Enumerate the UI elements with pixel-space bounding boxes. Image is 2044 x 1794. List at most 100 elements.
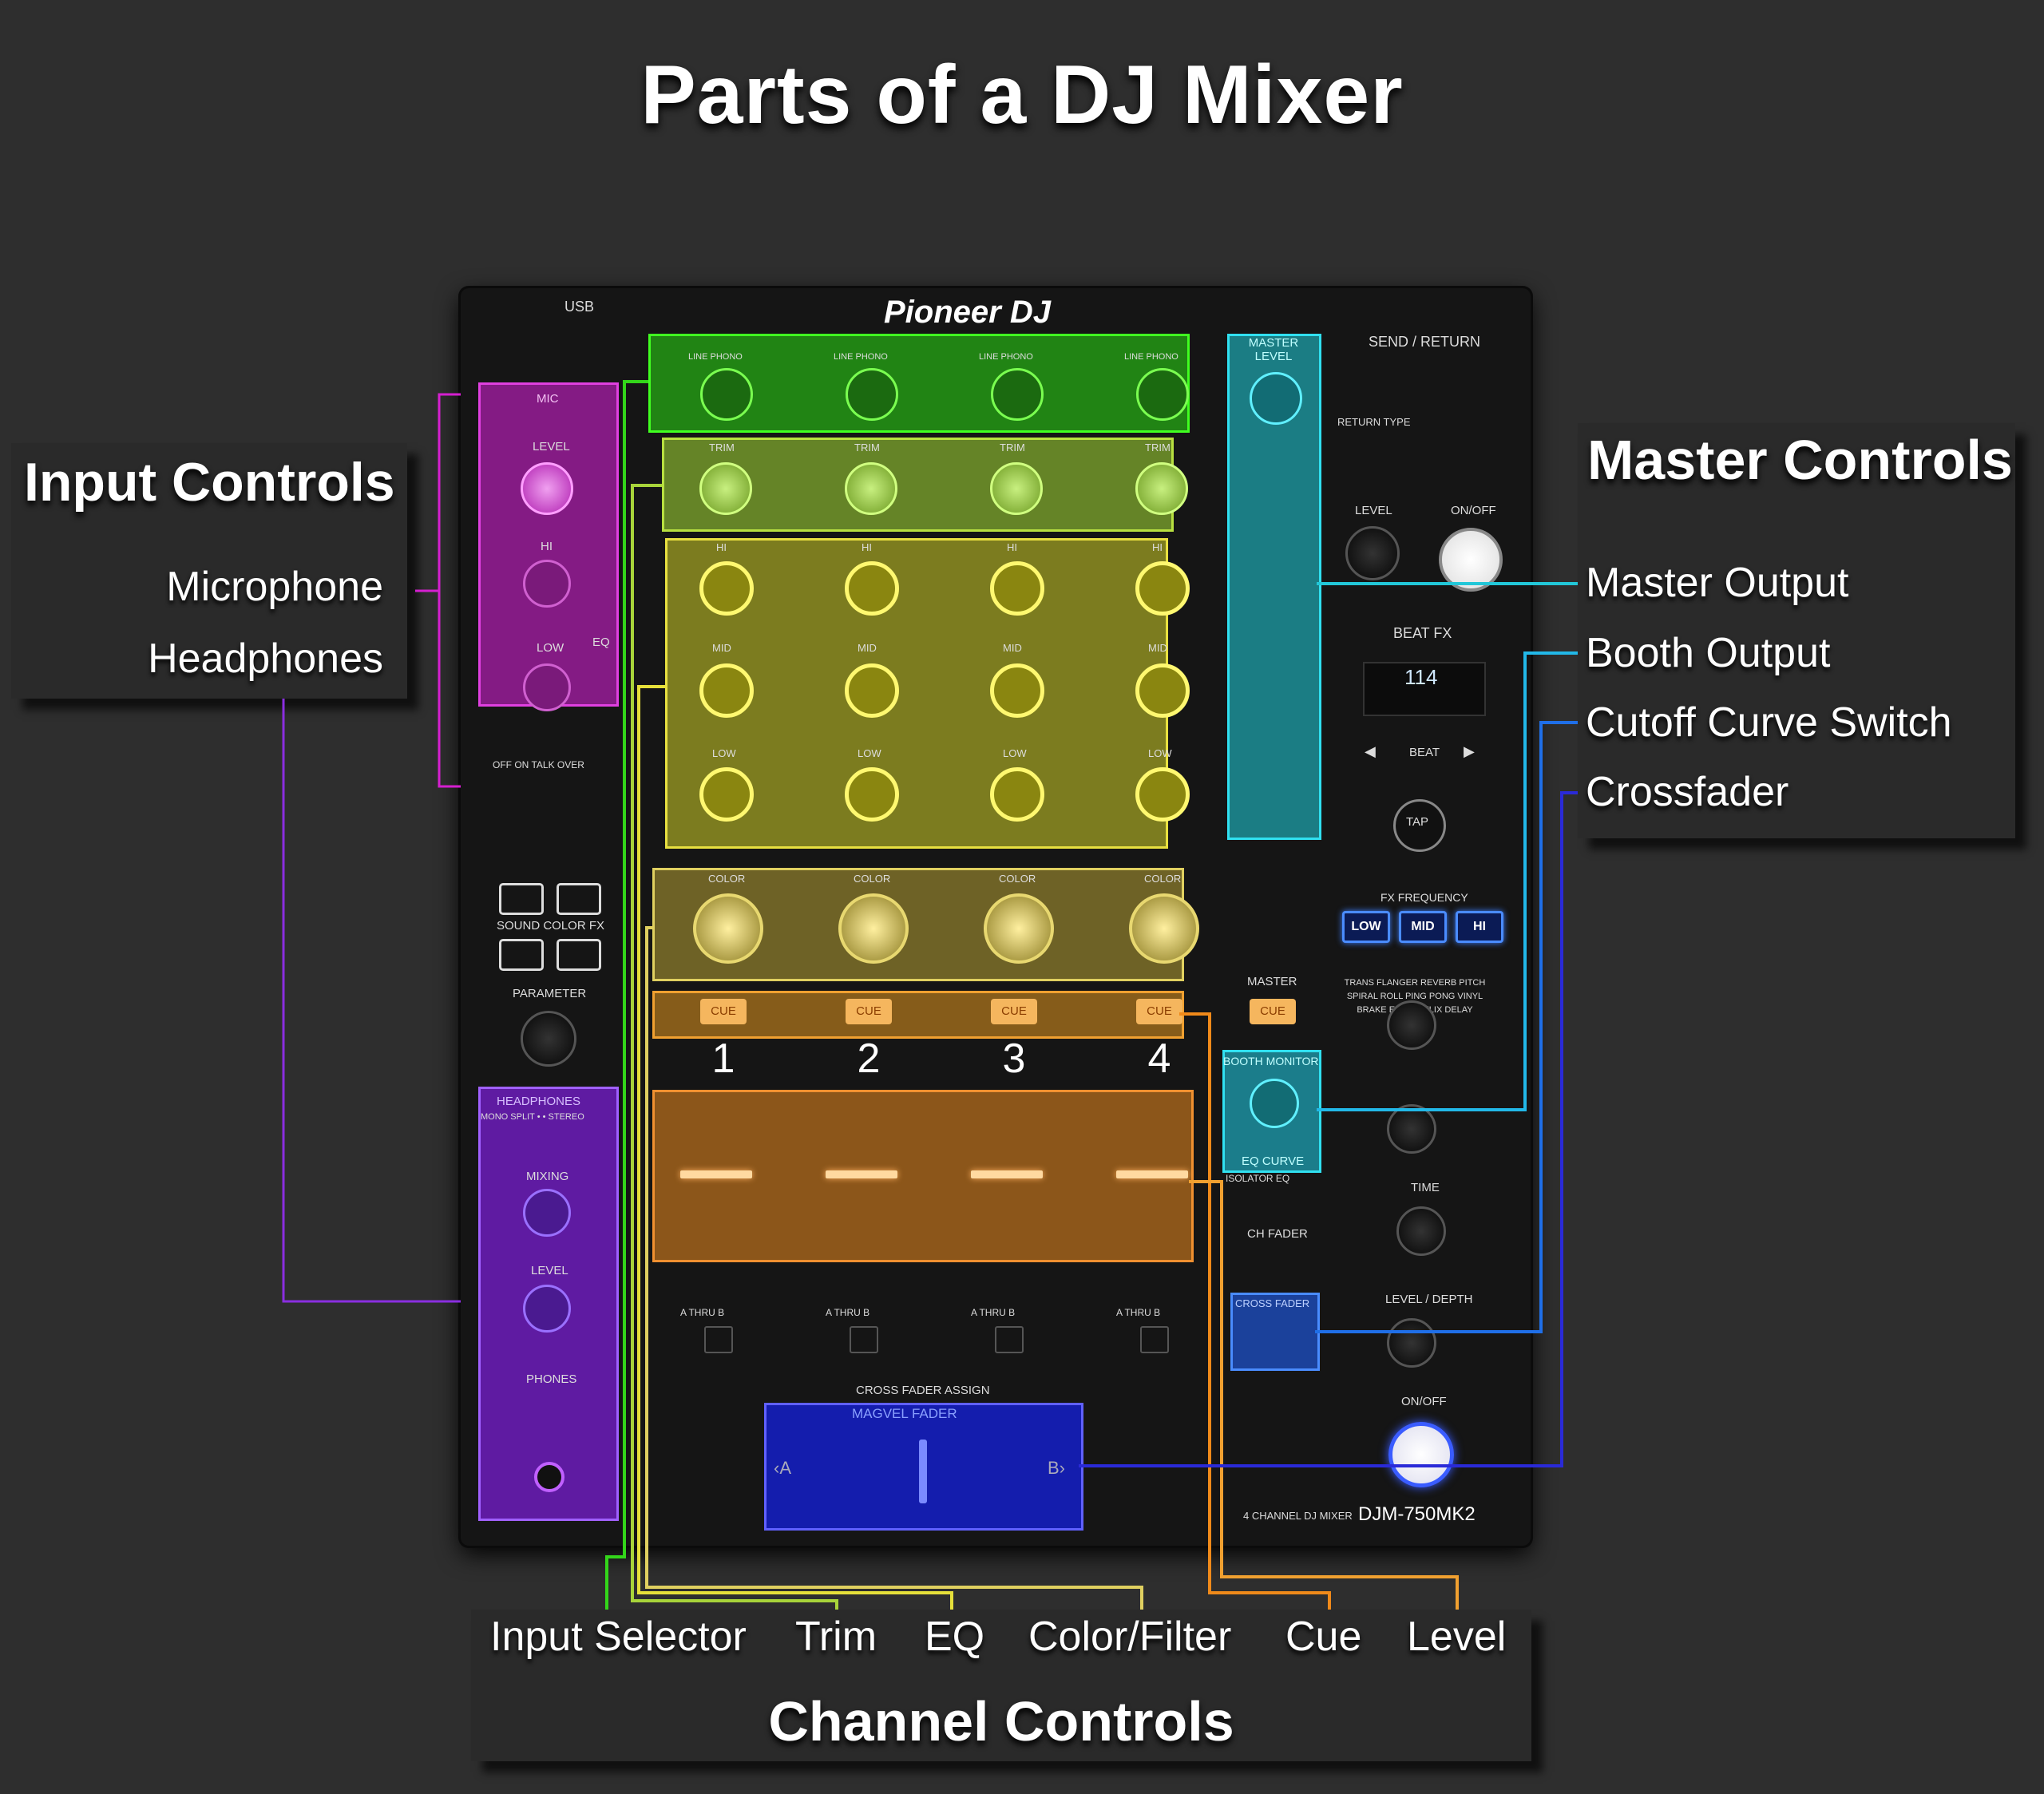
input-controls-panel: Input Controls Microphone Headphones [11, 443, 407, 699]
eq-mid-knob[interactable] [1135, 663, 1190, 718]
color-filter-knob[interactable] [984, 893, 1054, 964]
trim-knob[interactable] [699, 462, 752, 515]
channel-fader-knob[interactable] [680, 1170, 752, 1178]
color-filter-knob[interactable] [1129, 893, 1199, 964]
fx-button-sweep[interactable] [557, 883, 601, 915]
channel-fader-knob[interactable] [826, 1170, 897, 1178]
fx-frequency-low-button[interactable]: LOW [1342, 911, 1390, 943]
cross-fader-curve-label: CROSS FADER [1235, 1297, 1310, 1309]
time-knob[interactable] [1396, 1206, 1446, 1256]
headphones-mixing-knob[interactable] [523, 1189, 571, 1237]
beat-right-button[interactable]: ▶ [1464, 743, 1475, 759]
fx-button-noise[interactable] [499, 939, 544, 971]
eq-low-knob[interactable] [1135, 767, 1190, 822]
connector-booth-output [1317, 651, 1578, 1111]
dj-mixer: USB Pioneer DJ MIC LEVEL HI EQ LOW OFF O… [461, 288, 1531, 1546]
mic-level-label: LEVEL [533, 440, 570, 453]
parameter-knob[interactable] [521, 1011, 576, 1067]
mic-low-knob[interactable] [523, 663, 571, 711]
mic-eq-label: EQ [592, 636, 610, 649]
eq-mid-label: MID [1003, 642, 1022, 654]
fx-on-off-button[interactable] [1388, 1422, 1454, 1487]
fx-select-knob[interactable] [1387, 1000, 1436, 1050]
model-name: DJM-750MK2 [1358, 1503, 1476, 1525]
send-on-off-button[interactable] [1439, 528, 1503, 592]
fx-button-filter[interactable] [557, 939, 601, 971]
eq-mid-knob[interactable] [990, 663, 1044, 718]
trim-knob[interactable] [1135, 462, 1188, 515]
mic-hi-label: HI [541, 540, 553, 553]
channel-cue-button[interactable]: CUE [991, 999, 1037, 1024]
channel-controls-panel: Input Selector Trim EQ Color/Filter Cue … [471, 1610, 1531, 1761]
crossfader-assign-switch[interactable] [1140, 1326, 1169, 1353]
fx-channel-select-knob[interactable] [1387, 1104, 1436, 1154]
color-filter-knob[interactable] [693, 893, 763, 964]
eq-hi-knob[interactable] [1135, 561, 1190, 616]
connector-level [1189, 1180, 1459, 1610]
label-level: Level [1407, 1614, 1507, 1660]
channel-fader-knob[interactable] [1116, 1170, 1188, 1178]
eq-mid-knob[interactable] [699, 663, 754, 718]
channel-fader-knob[interactable] [971, 1170, 1043, 1178]
input-selector-knob[interactable] [991, 368, 1044, 421]
trim-label: TRIM [709, 442, 735, 453]
send-level-label: LEVEL [1355, 504, 1392, 517]
eq-hi-label: HI [862, 541, 872, 553]
eq-mid-knob[interactable] [845, 663, 899, 718]
send-level-knob[interactable] [1345, 526, 1400, 580]
channel-cue-button[interactable]: CUE [1136, 999, 1182, 1024]
input-selector-knob[interactable] [700, 368, 753, 421]
input-selector-knob[interactable] [1136, 368, 1189, 421]
eq-low-knob[interactable] [699, 767, 754, 822]
label-master-output: Master Output [1586, 560, 1849, 606]
label-microphone: Microphone [166, 564, 383, 610]
eq-hi-knob[interactable] [990, 561, 1044, 616]
color-filter-knob[interactable] [838, 893, 909, 964]
input-selector-knob[interactable] [846, 368, 898, 421]
crossfader-assign-switch[interactable] [995, 1326, 1024, 1353]
connector-input-selector [605, 380, 648, 1610]
mic-level-knob[interactable] [521, 462, 573, 515]
fx-frequency-mid-button[interactable]: MID [1399, 911, 1447, 943]
phones-jack[interactable] [534, 1462, 564, 1492]
channel-cue-button[interactable]: CUE [700, 999, 747, 1024]
crossfader-assign-switch[interactable] [850, 1326, 878, 1353]
channel-number: 3 [1002, 1036, 1026, 1082]
label-trim: Trim [795, 1614, 877, 1660]
crossfader-assign-switch[interactable] [704, 1326, 733, 1353]
eq-low-knob[interactable] [990, 767, 1044, 822]
channel-cue-button[interactable]: CUE [846, 999, 892, 1024]
send-return-label: SEND / RETURN [1369, 334, 1481, 350]
level-depth-knob[interactable] [1387, 1318, 1436, 1368]
ch-fader-label: CH FADER [1247, 1227, 1308, 1241]
trim-knob[interactable] [990, 462, 1043, 515]
eq-mid-label: MID [712, 642, 731, 654]
connector-crossfader [1079, 791, 1578, 1467]
mic-low-label: LOW [537, 641, 564, 655]
headphones-level-knob[interactable] [523, 1285, 571, 1333]
line-phono-label: LINE PHONO [1124, 352, 1178, 362]
booth-monitor-knob[interactable] [1250, 1079, 1299, 1128]
mic-hi-knob[interactable] [523, 560, 571, 608]
master-level-knob[interactable] [1250, 372, 1302, 425]
eq-hi-knob[interactable] [699, 561, 754, 616]
master-cue-button[interactable]: CUE [1250, 999, 1296, 1024]
send-on-off-label: ON/OFF [1451, 504, 1496, 517]
crossfader-knob[interactable] [919, 1440, 927, 1503]
page-title: Parts of a DJ Mixer [640, 49, 1404, 141]
fx-button-dub-echo[interactable] [499, 883, 544, 915]
eq-hi-knob[interactable] [845, 561, 899, 616]
tap-button[interactable] [1393, 799, 1446, 852]
eq-mid-label: MID [858, 642, 877, 654]
fx-frequency-hi-button[interactable]: HI [1456, 911, 1503, 943]
color-label: COLOR [854, 873, 891, 885]
eq-hi-label: HI [1007, 541, 1017, 553]
beat-left-button[interactable]: ◀ [1365, 743, 1376, 759]
channel-controls-heading: Channel Controls [768, 1690, 1234, 1752]
parameter-label: PARAMETER [513, 987, 587, 1000]
eq-low-knob[interactable] [845, 767, 899, 822]
master-level-label: MASTER LEVEL [1248, 336, 1299, 363]
trim-knob[interactable] [845, 462, 897, 515]
